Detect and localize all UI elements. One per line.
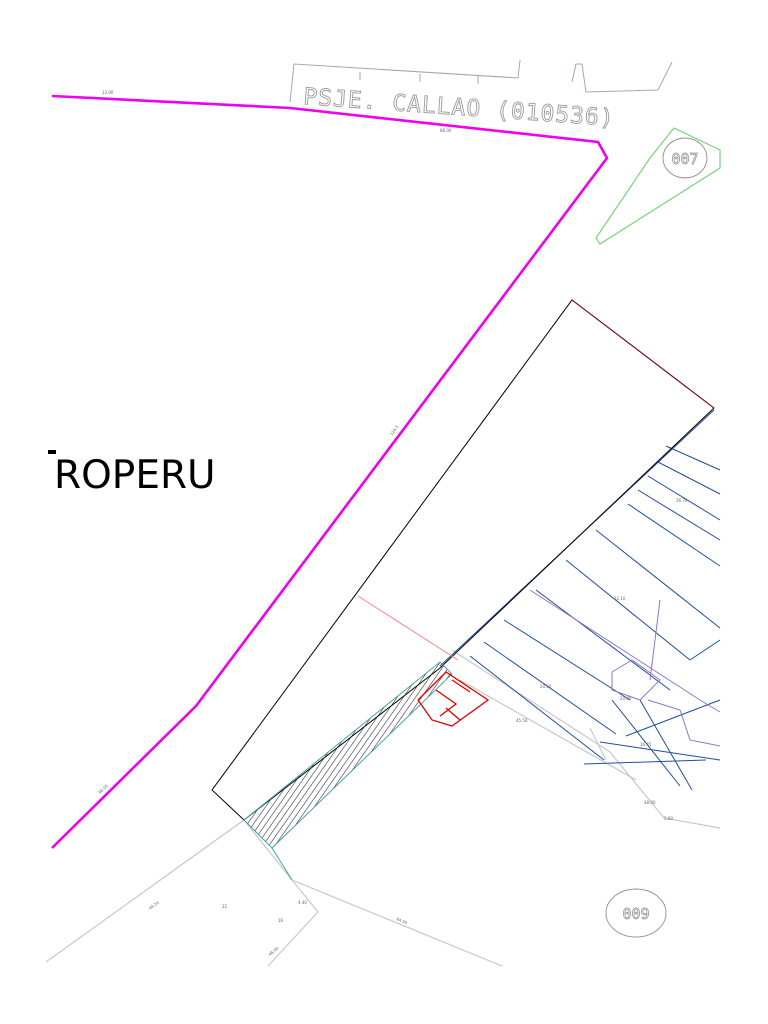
block-code-009: 009 — [622, 905, 649, 923]
red-structures — [417, 671, 490, 727]
street-block-outline — [289, 59, 673, 103]
block-code-007: 007 — [671, 150, 698, 168]
dim-label: 86.00 — [440, 128, 452, 133]
lot-lines — [439, 409, 721, 791]
dim-label: 4.40 — [298, 900, 307, 905]
dim-label: 16 — [278, 918, 284, 923]
red-division-line — [357, 595, 459, 661]
dim-label: 48.00 — [644, 800, 656, 805]
dim-label: 13.00 — [102, 90, 114, 95]
dim-label: 20.50 — [540, 684, 552, 689]
block-code-007-ring — [662, 137, 708, 179]
hatched-strip — [243, 661, 453, 849]
label-cut-mark — [48, 450, 56, 454]
dim-label: 96.00 — [97, 783, 109, 795]
dim-label: 128.5 — [389, 424, 400, 437]
secondary-lines — [529, 589, 721, 747]
dim-label: 48.20 — [148, 900, 161, 911]
parcel-outline — [211, 299, 715, 821]
green-block — [595, 127, 721, 245]
dim-label: 20.00 — [620, 696, 632, 701]
dim-label: 22 — [222, 904, 228, 909]
dim-label: 45.50 — [516, 718, 528, 723]
dim-label: 5.00 — [664, 816, 673, 821]
dim-label: 16.45 — [640, 742, 652, 747]
property-boundary — [51, 94, 609, 849]
grey-parcel-lines — [45, 649, 721, 967]
dim-label: 84.50 — [396, 916, 409, 925]
parcel-top-edge — [571, 299, 715, 409]
dimension-labels: 13.00 86.00 128.5 96.00 84.50 48.20 22 1… — [97, 90, 688, 957]
area-label: ROPERU — [54, 453, 216, 498]
teal-edge-line — [271, 847, 293, 881]
dim-label: 22.10 — [614, 596, 626, 601]
dim-label: 26.70 — [676, 498, 688, 503]
dim-label: 48.00 — [267, 945, 279, 956]
street-name-label: PSJE. CALLAO (010536) — [303, 84, 616, 132]
block-code-009-ring — [605, 888, 667, 938]
